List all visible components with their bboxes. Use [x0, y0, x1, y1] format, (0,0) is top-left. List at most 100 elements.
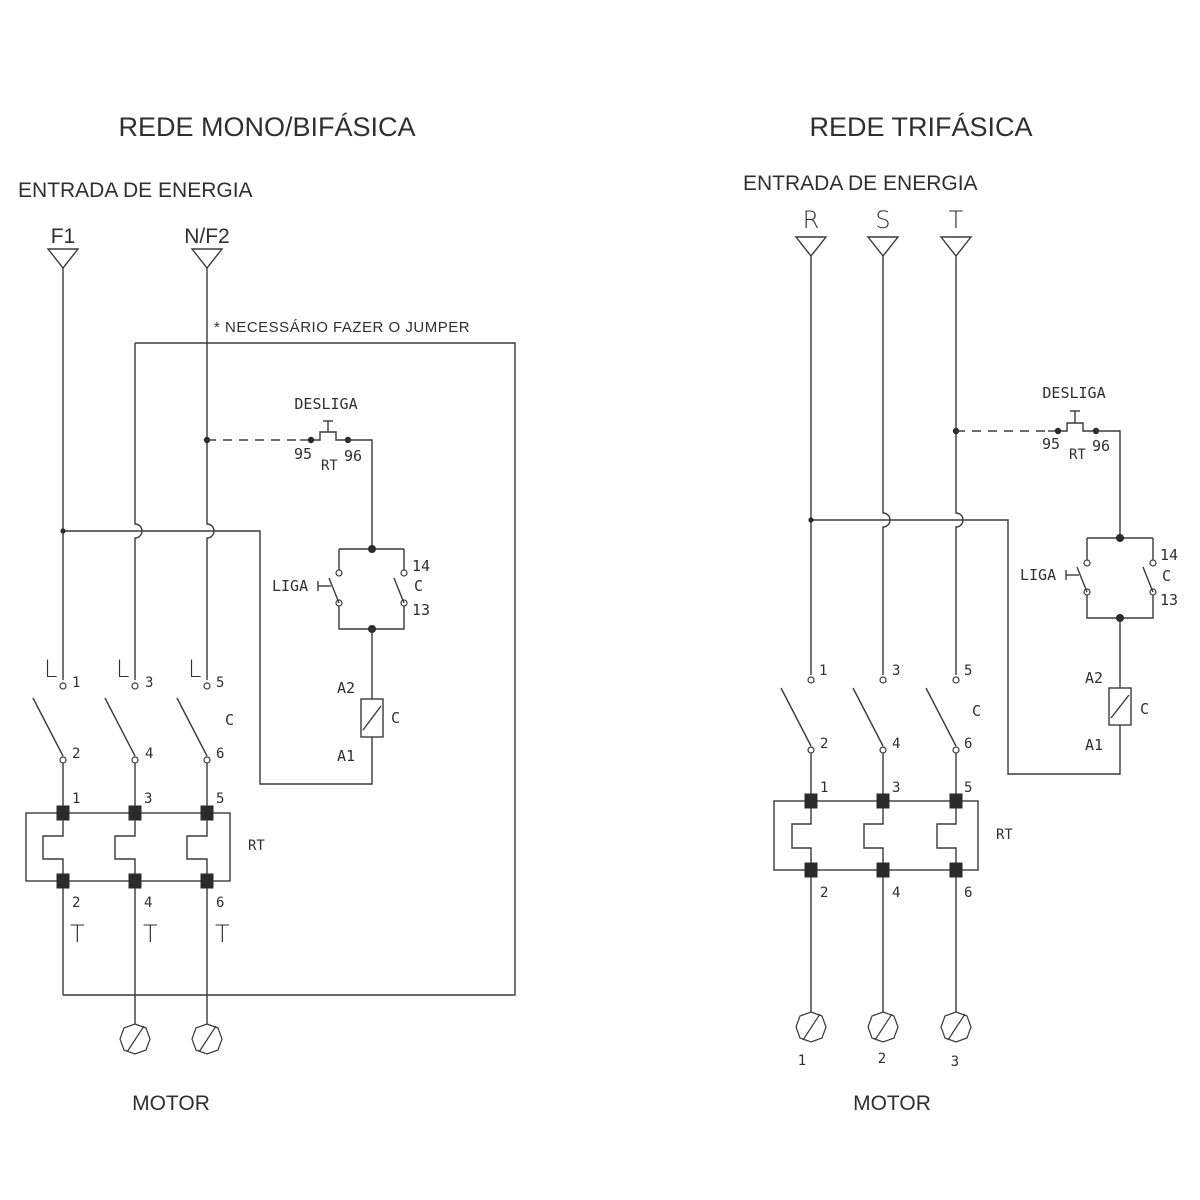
right-aux-14: 14	[1160, 546, 1178, 564]
right-rt-95: 95	[1042, 435, 1060, 453]
right-contactor-label: C	[972, 702, 981, 720]
right-relay-label: RT	[996, 827, 1013, 843]
left-contactor-label: C	[225, 711, 234, 729]
right-aux-c: C	[1162, 567, 1171, 585]
right-coil-label: C	[1140, 700, 1149, 718]
left-terminal-1: 1	[72, 675, 80, 691]
left-aux-13: 13	[412, 601, 430, 619]
left-title: REDE MONO/BIFÁSICA	[118, 112, 415, 142]
right-terminal-5: 5	[964, 663, 972, 679]
right-title: REDE TRIFÁSICA	[809, 112, 1032, 142]
right-motor-terminal	[795, 1011, 827, 1043]
right-coil-a1: A1	[1085, 736, 1103, 754]
right-contactor-pole-3	[925, 687, 957, 747]
left-line-letter: L	[44, 655, 57, 683]
right-aux-13: 13	[1160, 591, 1178, 609]
right-contactor-pole-1	[780, 687, 812, 747]
left-relay-terminal-4: 4	[144, 895, 152, 911]
left-input-label: ENTRADA DE ENERGIA	[18, 179, 253, 202]
left-terminal-4: 4	[145, 746, 153, 762]
right-motor-terminal	[940, 1011, 972, 1043]
right-phase-t: T	[949, 206, 964, 234]
right-thermal-relay	[773, 800, 979, 871]
left-wire-l5	[206, 268, 215, 680]
left-relay-terminal-3: 3	[144, 791, 152, 807]
left-line-letter: L	[116, 655, 129, 683]
right-off-button-contact	[1058, 422, 1096, 432]
right-input-arrow-s	[866, 236, 900, 258]
right-rt-96: 96	[1092, 437, 1110, 455]
right-relay-terminal-2: 2	[820, 885, 828, 901]
left-out-letter: T	[215, 920, 230, 948]
right-terminal-3: 3	[892, 663, 900, 679]
right-relay-terminal-1: 1	[820, 780, 828, 796]
right-relay-terminal-4: 4	[892, 885, 900, 901]
right-on-button-contact	[1076, 566, 1088, 593]
left-relay-terminal-6: 6	[216, 895, 224, 911]
left-on-button-contact	[328, 577, 340, 604]
left-on-button-label: LIGA	[272, 577, 308, 595]
left-terminal-3: 3	[145, 675, 153, 691]
left-wire-l3	[134, 343, 143, 680]
right-rt-label: RT	[1069, 447, 1086, 463]
right-motor-terminal	[867, 1011, 899, 1043]
left-terminal-5: 5	[216, 675, 224, 691]
left-motor-terminal	[119, 1023, 151, 1055]
left-aux-contact	[393, 577, 405, 604]
left-relay-element	[42, 805, 70, 889]
right-relay-element	[791, 793, 818, 878]
left-coil-a2: A2	[337, 679, 355, 697]
left-relay-element	[186, 805, 214, 889]
right-phase-r: R	[803, 206, 820, 234]
left-motor-terminal	[191, 1023, 223, 1055]
right-motor-label: MOTOR	[853, 1092, 931, 1115]
left-phase-nf2: N/F2	[184, 225, 230, 248]
right-motor-terminal-3: 3	[951, 1054, 959, 1070]
left-terminal-2: 2	[72, 746, 80, 762]
left-relay-element	[114, 805, 142, 889]
right-motor-terminal-2: 2	[878, 1051, 886, 1067]
left-contactor-pole-3	[176, 697, 208, 757]
left-relay-terminal-2: 2	[72, 895, 80, 911]
right-coil	[1108, 687, 1132, 726]
left-diagram: REDE MONO/BIFÁSICA ENTRADA DE ENERGIA F1…	[18, 112, 516, 1115]
right-relay-terminal-6: 6	[964, 885, 972, 901]
right-input-label: ENTRADA DE ENERGIA	[743, 172, 978, 195]
left-rt-95: 95	[294, 445, 312, 463]
left-terminal-6: 6	[216, 746, 224, 762]
right-relay-terminal-5: 5	[964, 780, 972, 796]
left-relay-label: RT	[248, 838, 265, 854]
left-control-feed	[63, 530, 373, 785]
right-relay-element	[863, 793, 890, 878]
left-off-button-label: DESLIGA	[294, 395, 357, 413]
right-terminal-6: 6	[964, 736, 972, 752]
left-coil-a1: A1	[337, 747, 355, 765]
left-out-letter: T	[143, 920, 158, 948]
right-terminal-1: 1	[819, 663, 827, 679]
left-thermal-relay	[25, 812, 231, 882]
left-jumper-note: * NECESSÁRIO FAZER O JUMPER	[214, 319, 470, 336]
left-phase-f1: F1	[51, 225, 76, 248]
right-input-arrow-t	[939, 236, 973, 258]
right-relay-element	[936, 793, 963, 878]
right-aux-contact	[1142, 566, 1154, 593]
right-relay-terminal-3: 3	[892, 780, 900, 796]
left-rt-96: 96	[344, 447, 362, 465]
right-wire-s	[882, 256, 891, 675]
right-contactor-pole-2	[852, 687, 884, 747]
right-coil-a2: A2	[1085, 669, 1103, 687]
right-terminal-4: 4	[892, 736, 900, 752]
right-off-button-label: DESLIGA	[1042, 384, 1105, 402]
right-terminal-2: 2	[820, 736, 828, 752]
left-jumper-wire	[63, 342, 516, 996]
right-input-arrow-r	[794, 236, 828, 258]
left-relay-terminal-5: 5	[216, 791, 224, 807]
right-control-feed	[811, 519, 1121, 775]
left-out-letter: T	[70, 920, 85, 948]
right-phase-s: S	[875, 206, 890, 234]
left-relay-terminal-1: 1	[72, 791, 80, 807]
left-aux-c: C	[414, 577, 423, 595]
left-contactor-pole-1	[32, 697, 64, 757]
left-motor-label: MOTOR	[132, 1092, 210, 1115]
